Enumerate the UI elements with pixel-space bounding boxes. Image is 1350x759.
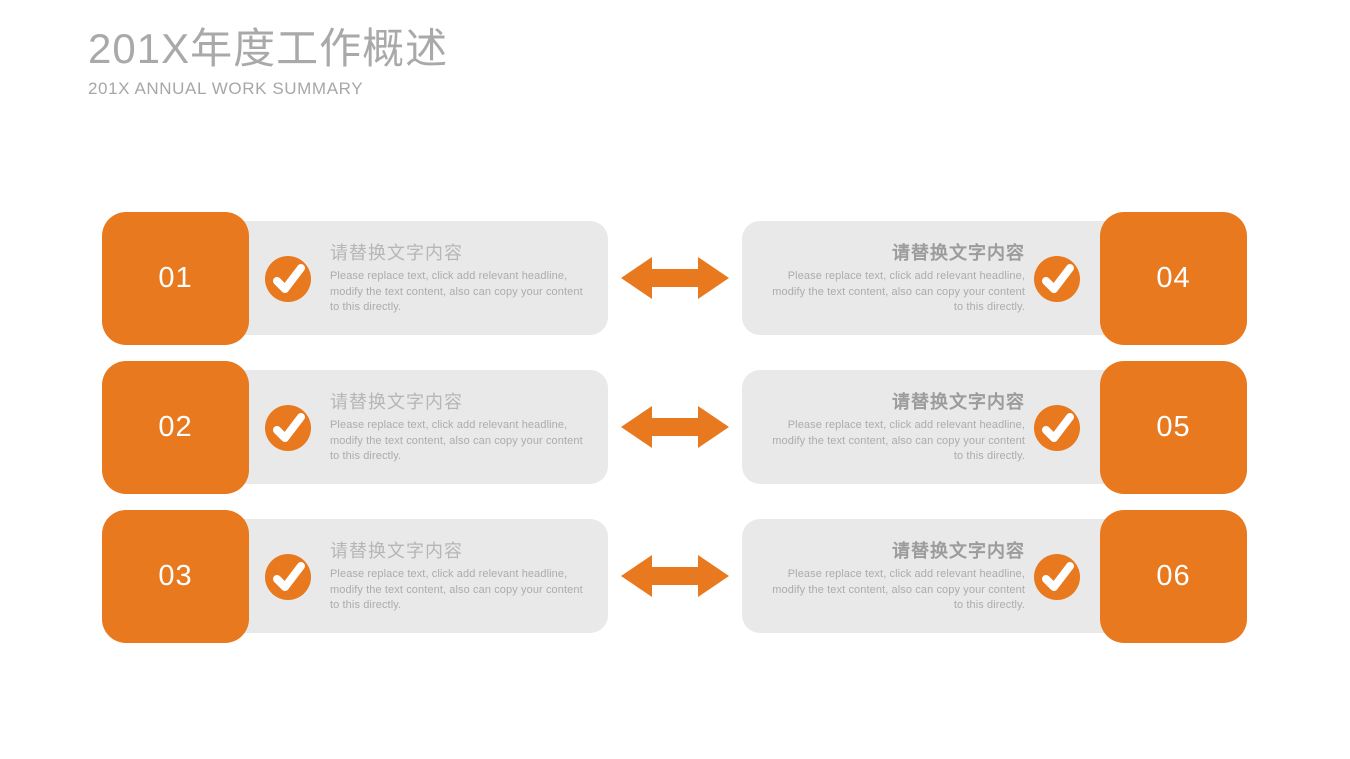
item-body: Please replace text, click add relevant …	[330, 568, 583, 611]
item-number-01: 01	[102, 212, 249, 345]
item-body: Please replace text, click add relevant …	[330, 270, 583, 313]
item-text-04: 请替换文字内容 Please replace text, click add r…	[763, 241, 1025, 316]
item-row-2: 02 请替换文字内容 Please replace text, click ad…	[0, 361, 1350, 494]
item-text-02: 请替换文字内容 Please replace text, click add r…	[330, 390, 592, 465]
double-arrow-icon	[621, 404, 729, 450]
double-arrow-icon	[621, 553, 729, 599]
item-text-06: 请替换文字内容 Please replace text, click add r…	[763, 539, 1025, 614]
item-heading: 请替换文字内容	[330, 243, 463, 263]
item-row-3: 03 请替换文字内容 Please replace text, click ad…	[0, 510, 1350, 643]
item-number-06: 06	[1100, 510, 1247, 643]
check-icon	[1034, 554, 1080, 600]
item-text-03: 请替换文字内容 Please replace text, click add r…	[330, 539, 592, 614]
check-icon	[1034, 405, 1080, 451]
item-heading: 请替换文字内容	[892, 392, 1025, 412]
page-subtitle: 201X ANNUAL WORK SUMMARY	[88, 79, 364, 98]
slide-header: 201X年度工作概述 201X ANNUAL WORK SUMMARY	[88, 24, 448, 100]
double-arrow-icon	[621, 255, 729, 301]
item-number-05: 05	[1100, 361, 1247, 494]
item-body: Please replace text, click add relevant …	[330, 419, 583, 462]
item-number-02: 02	[102, 361, 249, 494]
item-heading: 请替换文字内容	[892, 541, 1025, 561]
check-icon	[1034, 256, 1080, 302]
item-text-01: 请替换文字内容 Please replace text, click add r…	[330, 241, 592, 316]
item-body: Please replace text, click add relevant …	[772, 568, 1025, 611]
check-icon	[265, 405, 311, 451]
page-title: 201X年度工作概述	[88, 25, 449, 72]
item-body: Please replace text, click add relevant …	[772, 419, 1025, 462]
item-body: Please replace text, click add relevant …	[772, 270, 1025, 313]
item-heading: 请替换文字内容	[892, 243, 1025, 263]
item-heading: 请替换文字内容	[330, 392, 463, 412]
item-row-1: 01 请替换文字内容 Please replace text, click ad…	[0, 212, 1350, 345]
check-icon	[265, 554, 311, 600]
item-number-04: 04	[1100, 212, 1247, 345]
check-icon	[265, 256, 311, 302]
item-text-05: 请替换文字内容 Please replace text, click add r…	[763, 390, 1025, 465]
item-heading: 请替换文字内容	[330, 541, 463, 561]
item-number-03: 03	[102, 510, 249, 643]
